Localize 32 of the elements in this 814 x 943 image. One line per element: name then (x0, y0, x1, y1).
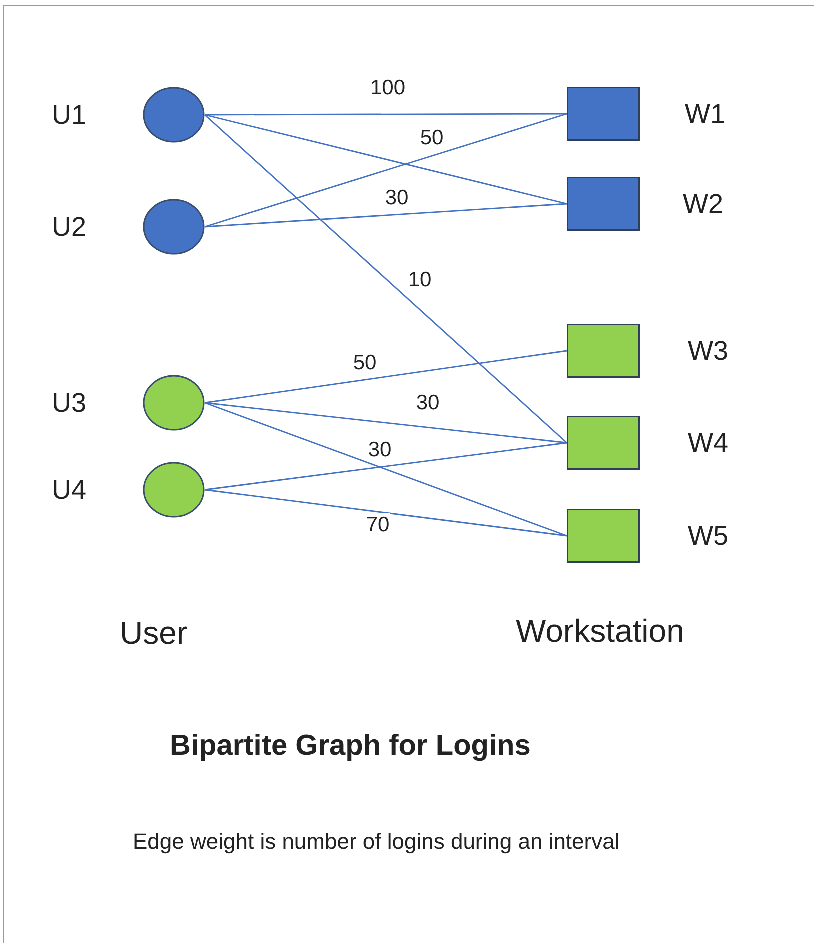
node-label: W1 (685, 98, 726, 130)
edge-line (204, 114, 568, 205)
edge-line (204, 402, 568, 537)
column-heading: User (120, 615, 188, 652)
workstation-square (567, 324, 640, 378)
workstation-square (567, 509, 640, 563)
edge-line (204, 442, 568, 491)
workstation-square (567, 87, 640, 141)
node-label: W4 (688, 427, 728, 460)
node-label: U2 (52, 211, 87, 244)
node-label: W5 (688, 520, 728, 552)
edge-line (204, 114, 568, 444)
title: Bipartite Graph for Logins (170, 730, 531, 763)
workstation-square (567, 177, 640, 231)
node-label: W2 (683, 188, 724, 220)
node-label: U4 (52, 474, 87, 506)
user-circle (143, 375, 205, 431)
user-circle (143, 199, 205, 255)
edge-line (204, 402, 568, 444)
edge-line (204, 203, 568, 228)
node-label: U1 (52, 99, 87, 132)
edge-line (205, 113, 567, 116)
node-label: U3 (52, 387, 87, 420)
workstation-square (567, 416, 640, 470)
node-label: W3 (688, 335, 728, 368)
user-circle (143, 87, 205, 143)
user-circle (143, 462, 205, 518)
edge-line (204, 350, 568, 404)
caption: Edge weight is number of logins during an interval (133, 828, 621, 856)
edge-line (204, 113, 568, 228)
edge-line (204, 489, 568, 537)
column-heading: Workstation (516, 613, 684, 650)
